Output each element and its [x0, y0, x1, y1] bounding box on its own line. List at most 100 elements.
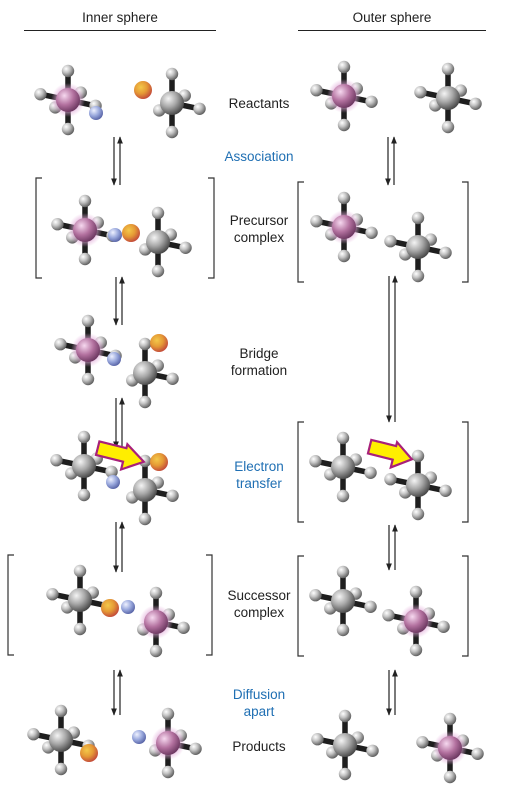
ligand-atom	[336, 623, 350, 637]
metal-complex-pink	[54, 314, 122, 386]
ligand-atom	[138, 337, 152, 351]
ligand-atom	[161, 765, 175, 779]
metal-atom-pink	[144, 610, 168, 634]
ligand-atom	[364, 466, 377, 479]
ligand-atom	[165, 67, 179, 81]
ligand-atom	[189, 742, 202, 755]
ligand-atom	[366, 744, 379, 757]
step-label-line: apart	[243, 704, 275, 719]
ligand-atom	[54, 338, 67, 351]
ligand-atom	[61, 64, 75, 78]
ligand-atom	[309, 589, 322, 602]
metal-atom-pink	[76, 338, 100, 362]
metal-complex-grey	[126, 454, 179, 526]
outer-sphere-header-rule	[298, 30, 486, 31]
step-label-line: Reactants	[228, 96, 290, 111]
metal-complex-pink	[149, 707, 202, 779]
ligand-atom	[46, 588, 59, 601]
inner-sphere-header: Inner sphere	[82, 10, 158, 25]
ligand-atom	[441, 120, 455, 134]
metal-complex-pink	[137, 586, 190, 658]
metal-complex-grey	[139, 206, 192, 278]
ligand-atom	[165, 125, 179, 139]
ligand-atom	[151, 206, 165, 220]
ligand-atom	[73, 564, 87, 578]
metal-complex-grey	[311, 709, 379, 781]
metal-atom-grey	[133, 478, 157, 502]
metal-complex-grey	[126, 337, 179, 409]
metal-complex-grey	[384, 211, 452, 283]
ligand-atom	[469, 97, 482, 111]
left-bracket	[35, 177, 42, 279]
step-label-line: Association	[224, 149, 294, 164]
step-label-line: transfer	[236, 476, 282, 491]
left-bracket	[297, 181, 304, 283]
bridging-ligand-blue	[132, 730, 146, 744]
ligand-atom	[51, 218, 64, 231]
metal-complex-pink	[310, 191, 378, 263]
bridging-ligand-blue	[107, 352, 121, 366]
ligand-atom	[54, 704, 68, 718]
bracket-layer	[7, 177, 469, 657]
metal-atom-pink	[73, 218, 97, 242]
ligand-atom	[151, 264, 165, 278]
ligand-atom	[166, 489, 179, 502]
bridging-ligand-orange	[150, 453, 168, 471]
left-bracket	[297, 555, 304, 657]
ligand-atom	[179, 241, 192, 254]
step-label-line: formation	[230, 363, 288, 378]
metal-atom-pink	[332, 84, 356, 108]
ligand-atom	[338, 709, 352, 723]
ligand-atom	[54, 762, 68, 776]
step-label-association: Association	[200, 148, 318, 165]
metal-atom-grey	[49, 728, 73, 752]
metal-atom-grey	[146, 230, 170, 254]
bridging-ligand-orange	[134, 81, 152, 99]
ligand-atom	[336, 489, 350, 503]
metal-atom-grey	[160, 91, 184, 115]
ligand-atom	[177, 621, 190, 634]
ligand-atom	[78, 252, 92, 266]
metal-complex-grey	[309, 431, 377, 503]
metal-atom-grey	[333, 733, 357, 757]
ligand-atom	[309, 455, 322, 468]
metal-complex-grey	[153, 67, 206, 139]
ligand-atom	[81, 372, 95, 386]
metal-complex-pink	[34, 64, 102, 136]
metal-atom-grey	[331, 589, 355, 613]
ligand-atom	[77, 430, 91, 444]
metal-atom-grey	[68, 588, 92, 612]
ligand-atom	[193, 102, 206, 116]
ligand-atom	[149, 586, 163, 600]
metal-complex-grey	[384, 449, 452, 521]
metal-complex-pink	[310, 60, 378, 132]
ligand-atom	[337, 191, 351, 205]
ligand-atom	[34, 88, 47, 101]
metal-complex-grey	[309, 565, 377, 637]
ligand-atom	[416, 736, 429, 749]
metal-atom-pink	[438, 736, 462, 760]
ligand-atom	[439, 246, 452, 259]
ligand-atom	[337, 249, 351, 263]
step-label-line: Diffusion	[232, 687, 286, 702]
ligand-atom	[311, 733, 324, 746]
step-label-line: Successor	[227, 588, 291, 603]
right-bracket	[462, 421, 469, 523]
bridging-ligand-orange	[150, 334, 168, 352]
ligand-atom	[437, 620, 450, 633]
ligand-atom	[364, 600, 377, 613]
ligand-atom	[409, 585, 423, 599]
ligand-atom	[337, 60, 351, 74]
ligand-atom	[443, 770, 457, 784]
bridging-ligand-blue	[121, 600, 135, 614]
molecule-layer	[27, 60, 484, 784]
step-label-products: Products	[200, 738, 318, 755]
metal-complex-grey	[414, 62, 482, 134]
metal-atom-grey	[406, 473, 430, 497]
ligand-atom	[310, 84, 323, 97]
electron-arrow-layer	[94, 438, 414, 472]
ligand-atom	[81, 314, 95, 328]
ligand-atom	[78, 194, 92, 208]
left-bracket	[7, 554, 14, 656]
outer-sphere-header: Outer sphere	[352, 10, 432, 25]
